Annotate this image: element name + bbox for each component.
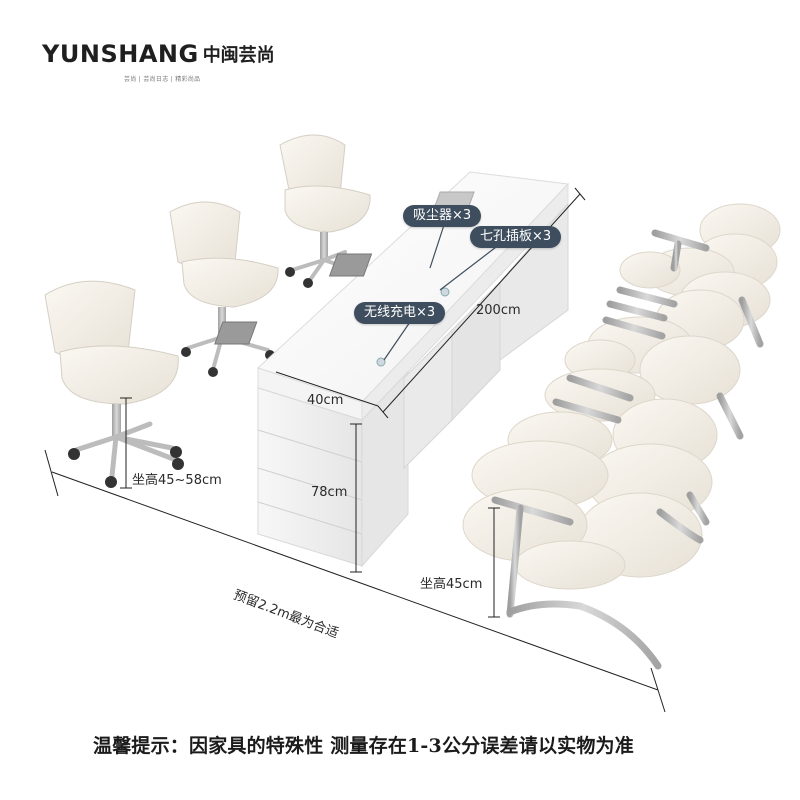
callout-wireless-charger: 无线充电×3 [354, 302, 446, 324]
chair-height-dimension [120, 397, 132, 489]
width-label: 40cm [307, 393, 344, 408]
swivel-chair [44, 134, 371, 488]
sofa-metal-frame [491, 229, 764, 670]
sofa-seat-height-label: 坐高45cm [420, 577, 483, 592]
callout-power-strip: 七孔插板×3 [470, 226, 562, 248]
sofa-height-dimension [488, 507, 500, 618]
callout-vacuum: 吸尘器×3 [403, 205, 482, 227]
brand-name: YUNSHANG 中闽芸尚 [42, 40, 275, 68]
reserve-dimension-line [44, 449, 666, 713]
brand-tagline: 芸尚 | 芸尚日志 | 精彩尚品 [124, 76, 201, 83]
brand-name-en: YUNSHANG [42, 40, 199, 68]
callout-leaders [383, 224, 501, 361]
dust-collector [214, 191, 475, 345]
length-label: 200cm [476, 303, 521, 318]
height-label: 78cm [311, 485, 348, 500]
brand-name-cn: 中闽芸尚 [202, 45, 275, 66]
chair-seat-height-label: 坐高45~58cm [132, 473, 222, 488]
brand-logo: YUNSHANG 中闽芸尚 芸尚 | 芸尚日志 | 精彩尚品 [42, 40, 302, 100]
measurement-disclaimer: 温馨提示：因家具的特殊性 测量存在1-3公分误差请以实物为准 [93, 735, 634, 757]
